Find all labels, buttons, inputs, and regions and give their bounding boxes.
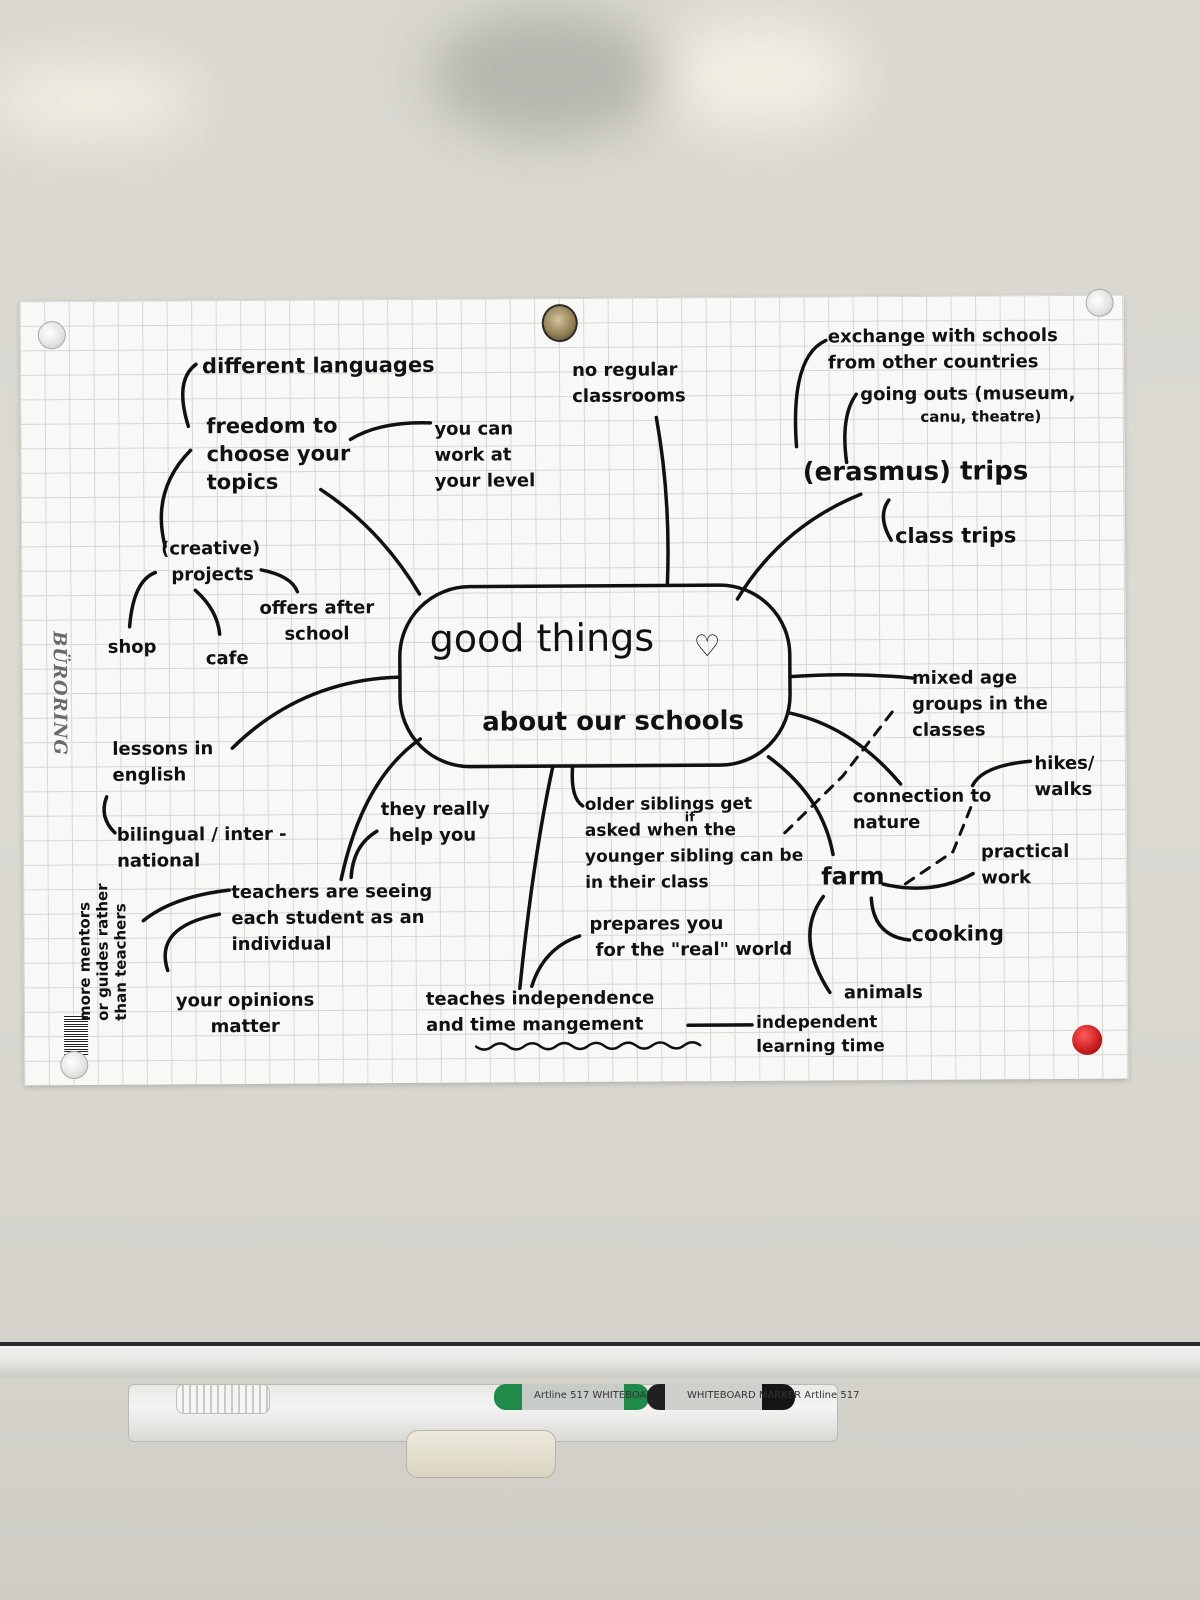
note-bilingual: bilingual / inter -national: [116, 823, 287, 872]
connector: [788, 673, 914, 680]
connector: [735, 492, 863, 601]
whiteboard-eraser[interactable]: [176, 1384, 270, 1414]
note-going-outs: going outs (museum,canu, theatre): [860, 382, 1076, 426]
center-bubble: [398, 583, 792, 769]
note-erasmus-trips: (erasmus) trips: [802, 456, 1029, 488]
note-older-siblings-insert: if: [684, 810, 695, 826]
note-class-trips: class trips: [894, 523, 1017, 549]
poster-title: good things: [429, 615, 655, 661]
note-animals: animals: [843, 981, 923, 1004]
note-creative-projects: (creative)projects: [161, 537, 261, 586]
note-hikes-walks: hikes/walks: [1034, 752, 1095, 801]
heart-icon: ♡: [693, 629, 721, 665]
light-glare: [0, 60, 200, 140]
note-farm: farm: [821, 862, 885, 891]
note-shop: shop: [107, 636, 157, 658]
note-cooking: cooking: [911, 921, 1005, 946]
connector: [518, 766, 555, 991]
note-different-languages: different languages: [201, 352, 435, 379]
mind-map-connectors: [102, 338, 1033, 1051]
connector: [319, 487, 422, 596]
connector: [766, 755, 835, 857]
connector: [230, 675, 402, 750]
connector: [339, 737, 423, 882]
poster-subtitle: about our schools: [482, 705, 745, 738]
light-glare: [660, 20, 860, 130]
green-marker[interactable]: Artline 517 WHITEBOARD MARKER: [494, 1384, 706, 1410]
tray-holder: [406, 1430, 556, 1478]
note-cafe: cafe: [205, 647, 249, 670]
connector: [570, 766, 585, 808]
lamp-shadow: [430, 10, 660, 140]
whiteboard-frame: [0, 1342, 1200, 1378]
mind-map-poster: BÜRORING: [19, 288, 1129, 1086]
black-marker[interactable]: WHITEBOARD MARKER Artline 517: [647, 1384, 859, 1410]
connector: [654, 415, 670, 588]
connector: [786, 710, 903, 786]
